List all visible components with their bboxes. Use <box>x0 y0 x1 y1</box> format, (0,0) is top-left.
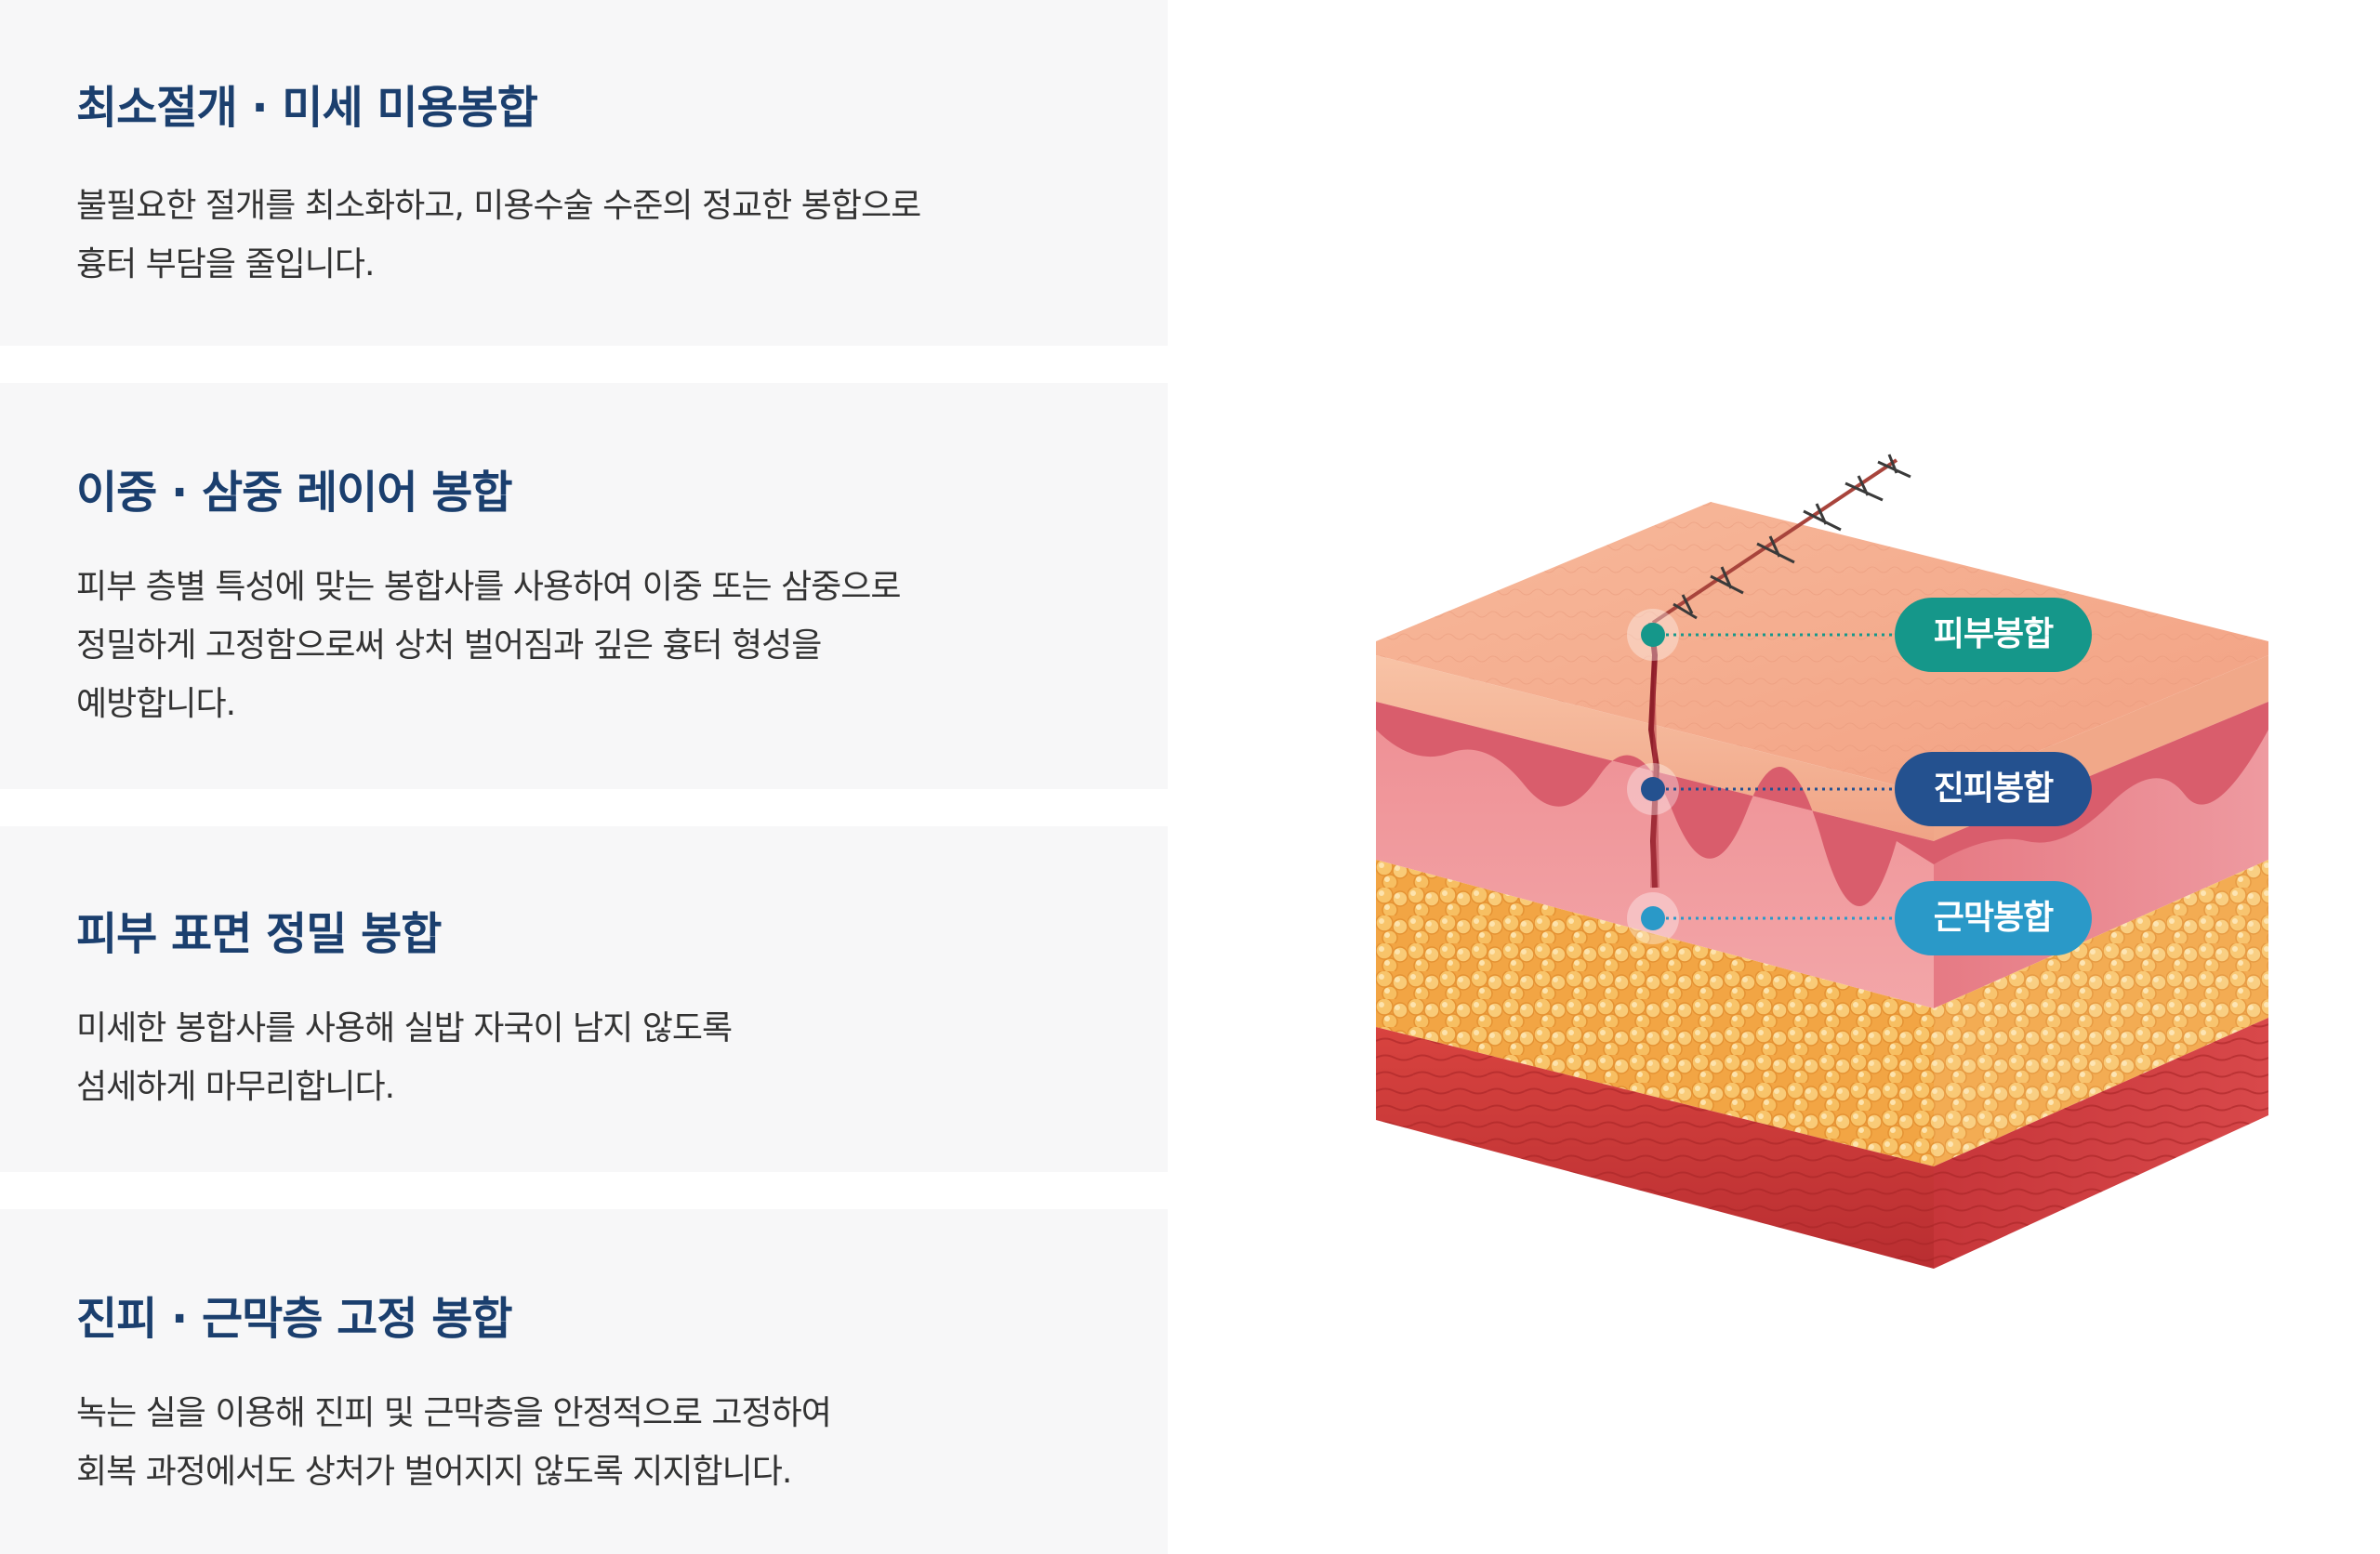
feature-title: 진피 · 근막층 고정 봉합 <box>76 1293 513 1345</box>
skin-pointer-dot <box>1641 623 1665 647</box>
description-line: 섬세하게 마무리합니다. <box>76 1068 395 1106</box>
description-line: 녹는 실을 이용해 진피 및 근막층을 안정적으로 고정하여 <box>76 1394 832 1432</box>
description-line: 불필요한 절개를 최소화하고, 미용수술 수준의 정교한 봉합으로 <box>76 187 921 225</box>
feature-description: 미세한 봉합사를 사용해 실밥 자국이 남지 않도록 섬세하게 마무리합니다. <box>76 999 1168 1116</box>
feature-title: 이중 · 삼중 레이어 봉합 <box>76 467 513 519</box>
feature-description: 불필요한 절개를 최소화하고, 미용수술 수준의 정교한 봉합으로 흉터 부담을… <box>76 177 1168 294</box>
fascia-pointer-dot <box>1641 906 1665 930</box>
feature-card-fascia-suture: 진피 · 근막층 고정 봉합 녹는 실을 이용해 진피 및 근막층을 안정적으로… <box>0 1209 1168 1554</box>
feature-title: 피부 표면 정밀 봉합 <box>76 908 442 960</box>
feature-card-minimal-incision: 최소절개 · 미세 미용봉합 불필요한 절개를 최소화하고, 미용수술 수준의 … <box>0 0 1168 346</box>
description-line: 피부 층별 특성에 맞는 봉합사를 사용하여 이중 또는 삼중으로 <box>76 568 902 606</box>
feature-card-layered-suture: 이중 · 삼중 레이어 봉합 피부 층별 특성에 맞는 봉합사를 사용하여 이중… <box>0 383 1168 789</box>
skin-layer-illustration: 피부봉합 진피봉합 근막봉합 <box>1339 316 2380 1273</box>
fat-layer-front <box>1376 860 1934 1166</box>
fat-layer-side <box>1934 860 2268 1166</box>
skin-cube-svg <box>1339 316 2268 1269</box>
description-line: 정밀하게 고정함으로써 상처 벌어짐과 깊은 흉터 형성을 <box>76 626 822 665</box>
feature-title: 최소절개 · 미세 미용봉합 <box>76 82 538 134</box>
dermis-papillae <box>1376 702 1934 906</box>
feature-card-surface-suture: 피부 표면 정밀 봉합 미세한 봉합사를 사용해 실밥 자국이 남지 않도록 섬… <box>0 826 1168 1172</box>
label-pointers <box>1627 609 1897 944</box>
cube-top-face <box>1339 316 1897 479</box>
description-line: 미세한 봉합사를 사용해 실밥 자국이 남지 않도록 <box>76 1009 733 1047</box>
description-line: 회복 과정에서도 상처가 벌어지지 않도록 지지합니다. <box>76 1453 792 1491</box>
description-line: 예방합니다. <box>76 685 236 723</box>
dermis-suture-label: 진피봉합 <box>1895 752 2092 826</box>
dermis-pointer-dot <box>1641 777 1665 801</box>
feature-description: 피부 층별 특성에 맞는 봉합사를 사용하여 이중 또는 삼중으로 정밀하게 고… <box>76 558 1168 733</box>
feature-description: 녹는 실을 이용해 진피 및 근막층을 안정적으로 고정하여 회복 과정에서도 … <box>76 1384 1168 1501</box>
stitches <box>1673 454 1911 620</box>
fascia-suture-label: 근막봉합 <box>1895 881 2092 955</box>
skin-suture-label: 피부봉합 <box>1895 598 2092 672</box>
description-line: 흉터 부담을 줄입니다. <box>76 245 375 283</box>
